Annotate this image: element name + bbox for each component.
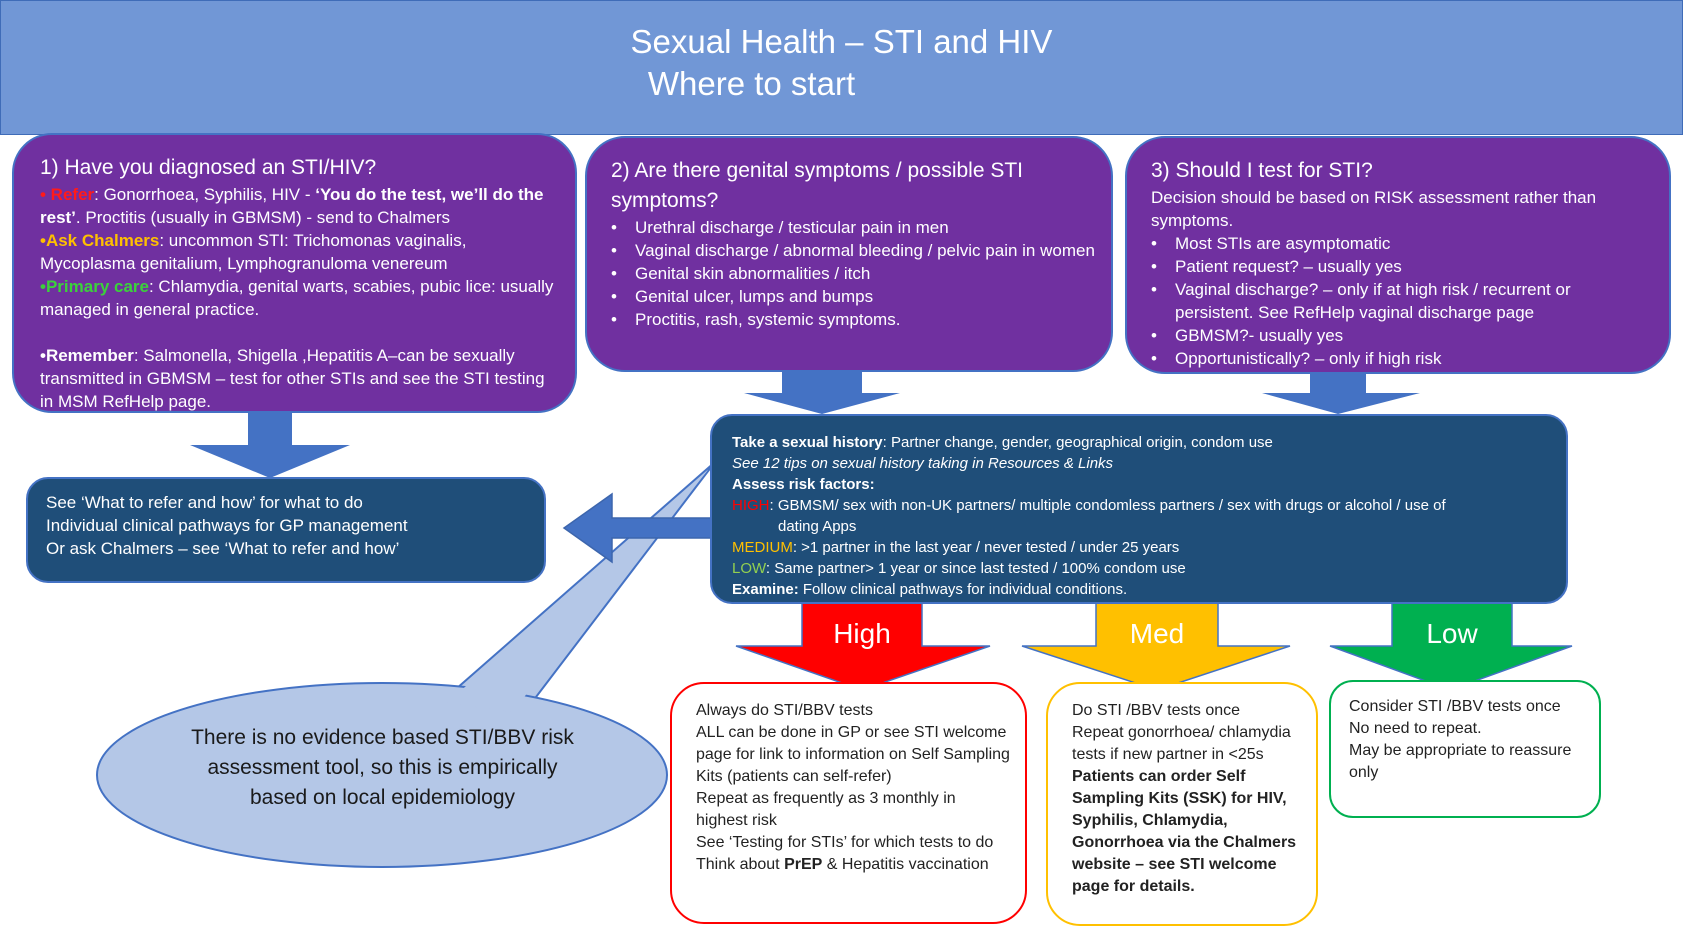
list-item: GBMSM?- usually yes (1151, 324, 1653, 347)
box3-intro: Decision should be based on RISK assessm… (1151, 188, 1597, 230)
box2-heading: 2) Are there genital symptoms / possible… (611, 159, 1024, 212)
list-item: Proctitis, rash, systemic symptoms. (611, 308, 1095, 331)
med-line-bold: Patients can order Self Sampling Kits (S… (1072, 768, 1297, 895)
box-should-test: 3) Should I test for STI? Decision shoul… (1125, 136, 1671, 374)
arrow-down-box2 (744, 370, 900, 414)
callout-ellipse (96, 682, 668, 868)
high-line: Always do STI/BBV tests (696, 702, 873, 719)
risk-high-cont: dating Apps (778, 518, 857, 535)
refer-line: Individual clinical pathways for GP mana… (46, 516, 408, 535)
arrow-down-box3 (1262, 372, 1420, 414)
high-line-last: Think about PrEP & Hepatitis vaccination (696, 856, 989, 873)
box-diagnosed: 1) Have you diagnosed an STI/HIV? • Refe… (12, 133, 577, 413)
low-line: No need to repeat. (1349, 720, 1482, 737)
box-refer-how: See ‘What to refer and how’ for what to … (26, 477, 546, 583)
risk-medium: MEDIUM: >1 partner in the last year / ne… (732, 539, 1180, 556)
box1-ask: •Ask Chalmers: uncommon STI: Trichomonas… (40, 231, 467, 273)
list-item: Vaginal discharge? – only if at high ris… (1151, 278, 1653, 324)
list-item: Opportunistically? – only if high risk (1151, 347, 1653, 370)
list-item: Patient request? – usually yes (1151, 255, 1653, 278)
box1-refer: • Refer: Gonorrhoea, Syphilis, HIV - ‘Yo… (40, 185, 544, 227)
arrow-low (1329, 602, 1573, 691)
box-sexual-history: Take a sexual history: Partner change, g… (710, 414, 1568, 604)
risk-low: LOW: Same partner> 1 year or since last … (732, 560, 1186, 577)
arrow-down-box1 (190, 412, 350, 478)
examine-line: Examine: Follow clinical pathways for in… (732, 581, 1128, 598)
low-line: May be appropriate to reassure only (1349, 742, 1572, 781)
box-symptoms: 2) Are there genital symptoms / possible… (585, 136, 1113, 372)
history-line-1: Take a sexual history: Partner change, g… (732, 434, 1273, 451)
risk-high: HIGH: GBMSM/ sex with non-UK partners/ m… (732, 497, 1446, 514)
box-high-risk: Always do STI/BBV tests ALL can be done … (670, 682, 1027, 924)
box1-remember: •Remember: Salmonella, Shigella ,Hepatit… (40, 346, 545, 411)
history-line-3: Assess risk factors: (732, 476, 875, 493)
med-line: Repeat gonorrhoea/ chlamydia tests if ne… (1072, 724, 1291, 763)
list-item: Genital ulcer, lumps and bumps (611, 285, 1095, 308)
low-line: Consider STI /BBV tests once (1349, 698, 1561, 715)
refer-line: Or ask Chalmers – see ‘What to refer and… (46, 539, 400, 558)
high-line: See ‘Testing for STIs’ for which tests t… (696, 834, 994, 851)
list-item: Genital skin abnormalities / itch (611, 262, 1095, 285)
arrow-high (735, 602, 991, 691)
box1-heading: 1) Have you diagnosed an STI/HIV? (40, 156, 377, 179)
high-line: Repeat as frequently as 3 monthly in hig… (696, 790, 956, 829)
arrow-high-label: High (833, 618, 891, 649)
box1-primary: •Primary care: Chlamydia, genital warts,… (40, 277, 554, 319)
box3-list: Most STIs are asymptomatic Patient reque… (1151, 232, 1653, 370)
callout-text: There is no evidence based STI/BBV risk … (191, 726, 574, 809)
arrow-left-refer (562, 492, 721, 564)
arrow-med-label: Med (1129, 618, 1185, 649)
box2-list: Urethral discharge / testicular pain in … (611, 216, 1095, 331)
box-medium-risk: Do STI /BBV tests once Repeat gonorrhoea… (1046, 682, 1318, 926)
list-item: Urethral discharge / testicular pain in … (611, 216, 1095, 239)
box-low-risk: Consider STI /BBV tests once No need to … (1329, 680, 1601, 818)
page-title: Sexual Health – STI and HIV (630, 23, 1053, 60)
high-line: ALL can be done in GP or see STI welcome… (696, 724, 1010, 785)
history-line-2: See 12 tips on sexual history taking in … (732, 455, 1114, 472)
page-subtitle: Where to start (647, 65, 856, 102)
arrow-med (1021, 602, 1291, 691)
list-item: Most STIs are asymptomatic (1151, 232, 1653, 255)
list-item: Vaginal discharge / abnormal bleeding / … (611, 239, 1095, 262)
refer-line: See ‘What to refer and how’ for what to … (46, 493, 363, 512)
med-line: Do STI /BBV tests once (1072, 702, 1241, 719)
header-banner: Sexual Health – STI and HIV Where to sta… (0, 0, 1683, 135)
box3-heading: 3) Should I test for STI? (1151, 159, 1373, 182)
arrow-low-label: Low (1426, 618, 1478, 649)
